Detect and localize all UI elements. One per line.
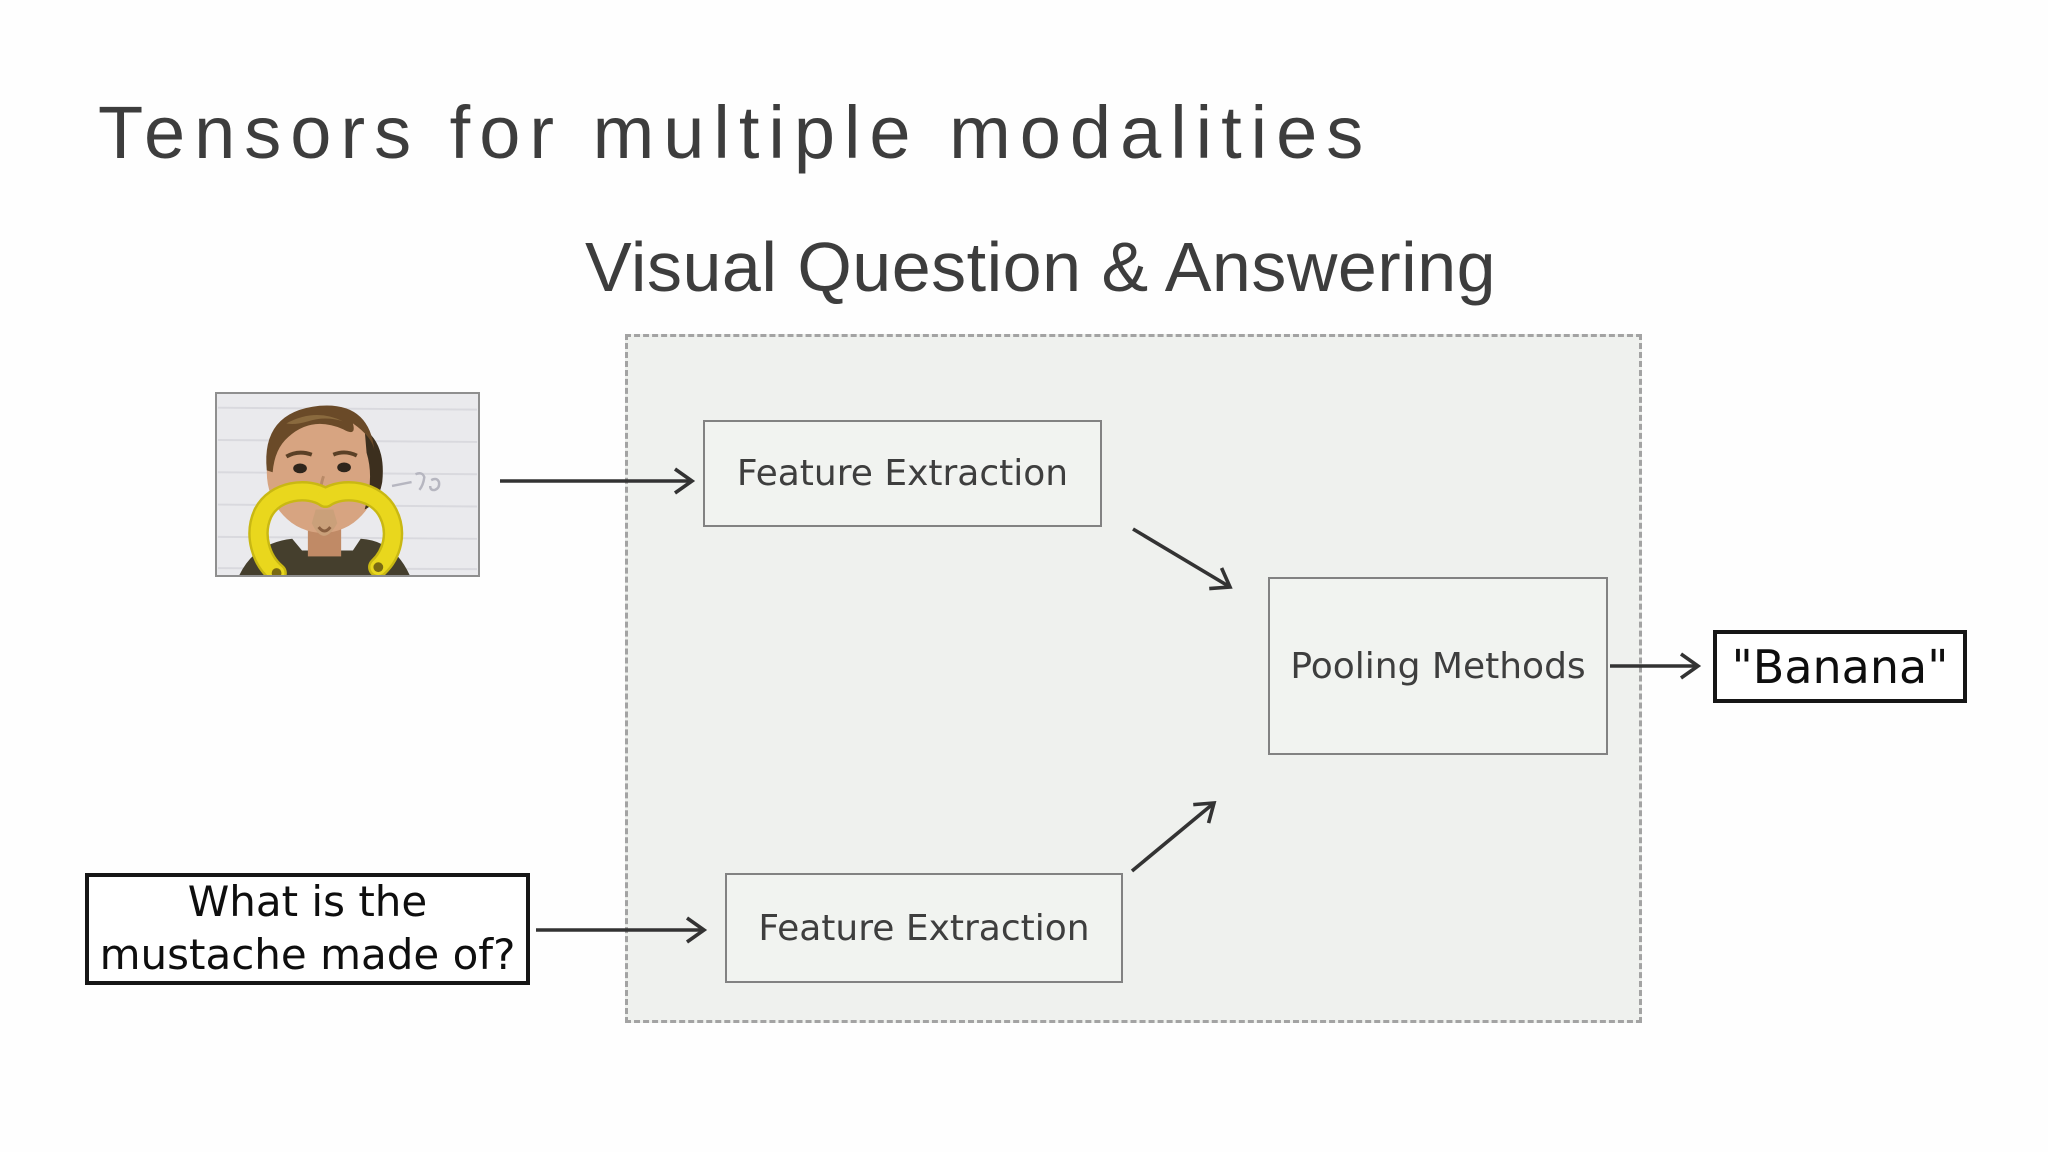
feature-extraction-bottom-box: Feature Extraction <box>725 873 1123 983</box>
wall-scribble <box>391 472 441 492</box>
pooling-methods-box: Pooling Methods <box>1268 577 1608 755</box>
question-line-1: What is the <box>187 877 428 927</box>
pooling-methods-label: Pooling Methods <box>1290 645 1586 687</box>
banana-mustache-photo-illustration <box>217 394 478 575</box>
question-box: What is the mustache made of? <box>85 873 530 985</box>
page-title: Tensors for multiple modalities <box>98 91 1373 174</box>
feature-extraction-top-box: Feature Extraction <box>703 420 1102 527</box>
feature-extraction-top-label: Feature Extraction <box>736 453 1069 494</box>
input-image-banana-mustache <box>215 392 480 577</box>
answer-box: "Banana" <box>1713 630 1967 703</box>
answer-text: "Banana" <box>1731 639 1949 694</box>
question-text: What is the mustache made of? <box>100 876 516 982</box>
feature-extraction-bottom-label: Feature Extraction <box>758 907 1090 949</box>
slide-subtitle: Visual Question & Answering <box>585 228 1497 306</box>
banana-mustache <box>248 481 404 575</box>
question-line-2: mustache made of? <box>99 930 516 979</box>
